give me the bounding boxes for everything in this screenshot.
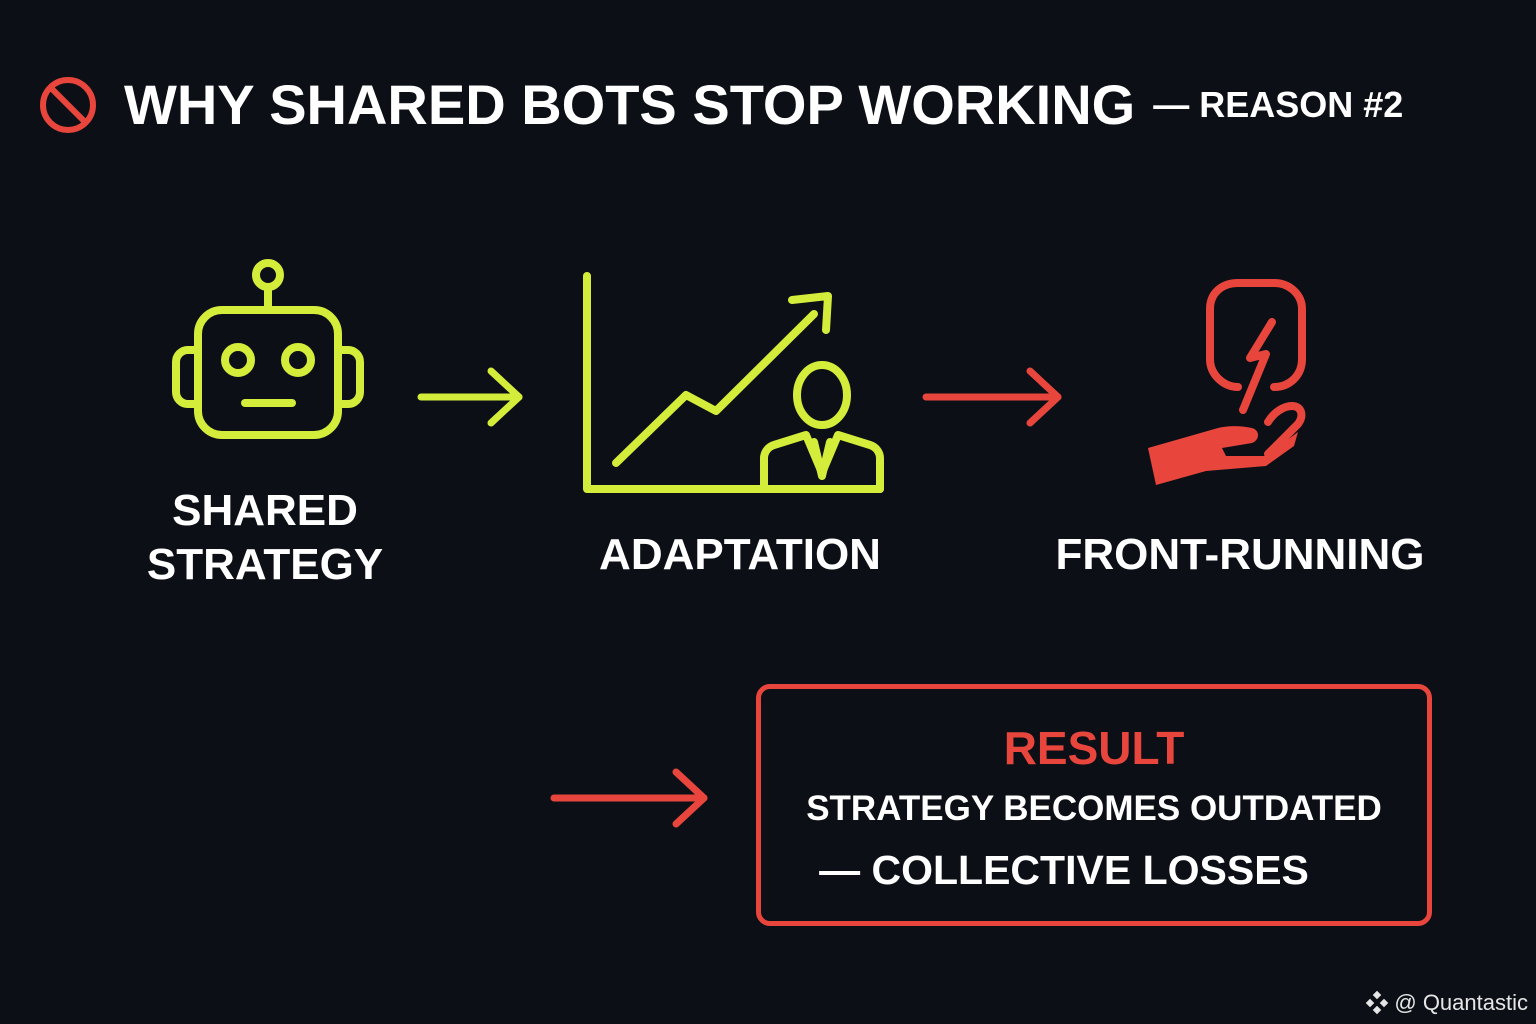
arrow-right-icon: [550, 768, 708, 828]
step-adaptation-label: ADAPTATION: [599, 530, 881, 579]
prohibited-icon: [40, 76, 96, 133]
robot-icon: [172, 259, 364, 439]
step-shared-strategy-label: SHARED STRATEGY: [130, 484, 400, 592]
result-line-1: STRATEGY BECOMES OUTDATED: [806, 789, 1382, 828]
diamond-logo-icon: [1366, 990, 1389, 1015]
watermark: @ Quantastic: [1364, 990, 1528, 1016]
page-subtitle: — REASON #2: [1153, 83, 1404, 125]
label-line: STRATEGY: [146, 540, 384, 589]
result-title: RESULT: [1003, 722, 1185, 774]
watermark-text: @ Quantastic: [1394, 990, 1528, 1015]
result-line-2: — COLLECTIVE LOSSES: [819, 847, 1309, 893]
hand-lightning-icon: [1148, 279, 1306, 485]
step-front-running-label: FRONT-RUNNING: [1055, 530, 1425, 579]
arrow-right-icon: [922, 367, 1062, 427]
page-title: WHY SHARED BOTS STOP WORKING: [124, 73, 1136, 136]
title-row: WHY SHARED BOTS STOP WORKING — REASON #2: [38, 72, 1403, 137]
arrow-right-icon: [417, 367, 523, 427]
rising-chart-person-icon: [583, 272, 884, 493]
result-box: RESULT STRATEGY BECOMES OUTDATED — COLLE…: [756, 684, 1432, 926]
label-line: SHARED: [172, 486, 358, 535]
